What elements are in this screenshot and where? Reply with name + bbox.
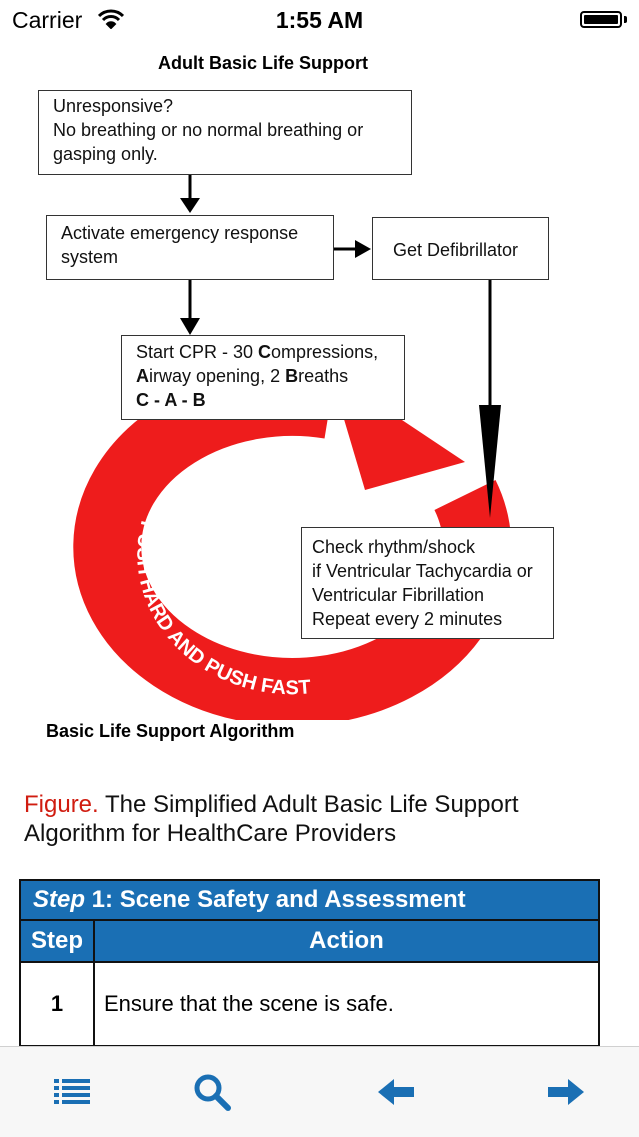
bottom-toolbar <box>0 1046 639 1137</box>
box5-line: Check rhythm/shock <box>312 537 476 557</box>
box2-line: system <box>61 247 119 267</box>
box1-line: Unresponsive? <box>53 96 174 116</box>
clock: 1:55 AM <box>275 7 364 33</box>
arrow-3-head <box>355 240 371 258</box>
algorithm-caption: Basic Life Support Algorithm <box>46 721 295 741</box>
column-header-step: Step <box>19 919 95 963</box>
arrow-2-head <box>180 318 200 335</box>
arrow-right-icon[interactable] <box>541 1067 591 1117</box>
box4-line-3: C - A - B <box>136 390 206 410</box>
box-activate-ems: Activate emergency response system <box>46 215 334 280</box>
table-row: 1 Ensure that the scene is safe. <box>19 961 600 1047</box>
arrow-4-head <box>479 405 501 518</box>
figure-caption: Figure. The Simplified Adult Basic Life … <box>24 790 624 848</box>
arrow-1-head <box>180 198 200 213</box>
box4-line-2: Airway opening, 2 Breaths <box>136 366 349 386</box>
column-header-action: Action <box>93 919 600 963</box>
box3-label: Get Defibrillator <box>393 240 519 260</box>
step-action: Ensure that the scene is safe. <box>93 961 600 1047</box>
box-unresponsive: Unresponsive? No breathing or no normal … <box>38 90 412 175</box>
box5-line: if Ventricular Tachycardia or <box>312 561 533 581</box>
diagram-title: Adult Basic Life Support <box>157 53 368 73</box>
box-check-rhythm: Check rhythm/shock if Ventricular Tachyc… <box>301 527 554 639</box>
step-number: 1 <box>19 961 95 1047</box>
status-bar: Carrier 1:55 AM <box>0 0 639 40</box>
box1-line: gasping only. <box>53 144 158 164</box>
box5-line: Repeat every 2 minutes <box>312 609 503 629</box>
figure-caption-text: The Simplified Adult Basic Life Support … <box>24 791 519 847</box>
figure-label: Figure. <box>24 791 99 818</box>
box2-line: Activate emergency response <box>61 223 299 243</box>
arrow-left-icon[interactable] <box>371 1067 421 1117</box>
carrier-label: Carrier <box>12 7 83 33</box>
box4-line-1: Start CPR - 30 Compressions, <box>136 342 379 362</box>
box-get-defibrillator: Get Defibrillator <box>372 217 549 280</box>
box1-line: No breathing or no normal breathing or <box>53 120 364 140</box>
box-start-cpr: Start CPR - 30 Compressions, Airway open… <box>121 335 405 420</box>
list-icon[interactable] <box>47 1067 97 1117</box>
wifi-icon <box>97 9 125 34</box>
table-title: Step 1: Scene Safety and Assessment <box>19 879 600 921</box>
battery-icon <box>580 11 622 28</box>
search-icon[interactable] <box>187 1067 237 1117</box>
battery-tip <box>624 16 627 23</box>
step-table: Step 1: Scene Safety and Assessment Step… <box>19 879 600 1047</box>
box5-line: Ventricular Fibrillation <box>312 585 485 605</box>
